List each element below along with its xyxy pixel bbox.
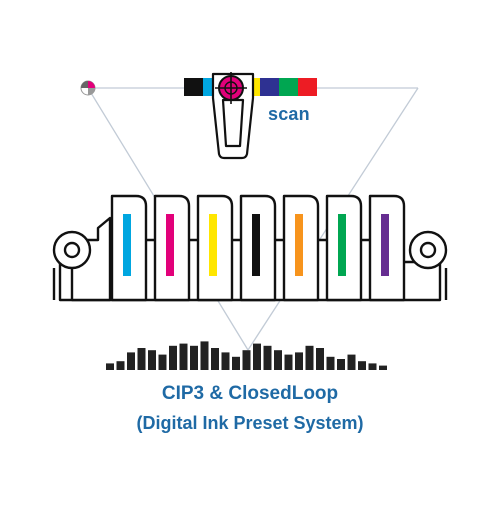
ink-zone-bar: [106, 363, 114, 370]
ink-zone-bar: [337, 359, 345, 370]
ink-zone-bar: [253, 343, 261, 370]
ink-color-strip: [381, 214, 389, 276]
scan-label: scan: [268, 104, 310, 124]
ink-zone-bar: [316, 348, 324, 370]
ink-color-strip: [123, 214, 131, 276]
ink-zone-bar: [148, 350, 156, 370]
print-unit: [325, 194, 363, 302]
right-roller-icon: [408, 230, 448, 300]
ink-zone-bar: [211, 348, 219, 370]
print-unit: [196, 194, 234, 302]
print-unit: [153, 194, 191, 302]
ink-zone-bar: [179, 343, 188, 370]
ink-zone-bar: [326, 356, 335, 370]
ink-color-strip: [338, 214, 346, 276]
ink-zone-bar: [368, 363, 377, 370]
ink-zone-bar: [263, 345, 272, 370]
ink-zone-bar: [274, 350, 282, 370]
print-unit: [368, 194, 406, 302]
ink-zone-profile: [106, 341, 387, 370]
color-bar-patch: [298, 78, 317, 96]
ink-color-strip: [166, 214, 174, 276]
ink-zone-bar: [305, 345, 314, 370]
printing-press: [52, 194, 448, 302]
ink-zone-bar: [358, 361, 366, 370]
ink-zone-bar: [379, 365, 387, 370]
registration-mark-icon: [80, 80, 96, 96]
print-unit: [239, 194, 277, 302]
color-bar-patch: [260, 78, 279, 96]
ink-zone-bar: [158, 354, 167, 370]
ink-zone-bar: [137, 348, 146, 370]
ink-zone-bar: [242, 350, 251, 370]
ink-zone-bar: [190, 345, 198, 370]
scanner-head-icon: [211, 72, 255, 160]
diagram-title: CIP3 & ClosedLoop: [161, 383, 339, 404]
print-unit: [282, 194, 320, 302]
ink-zone-bar: [127, 352, 135, 370]
color-bar-patch: [184, 78, 203, 96]
ink-zone-bar: [347, 354, 356, 370]
press-feeder: [70, 216, 112, 302]
color-bar-patch: [279, 78, 298, 96]
ink-color-strip: [252, 214, 260, 276]
press-units: [110, 194, 406, 302]
ink-zone-bar: [284, 354, 293, 370]
ink-zone-bar: [295, 352, 303, 370]
ink-color-strip: [295, 214, 303, 276]
print-unit: [110, 194, 148, 302]
ink-color-strip: [209, 214, 217, 276]
ink-zone-bar: [116, 361, 125, 370]
left-roller-icon: [52, 230, 92, 300]
diagram-subtitle: (Digital Ink Preset System): [136, 413, 364, 433]
ink-zone-bar: [221, 352, 230, 370]
ink-zone-bar: [200, 341, 209, 370]
ink-zone-bar: [232, 356, 240, 370]
ink-zone-bar: [169, 345, 177, 370]
